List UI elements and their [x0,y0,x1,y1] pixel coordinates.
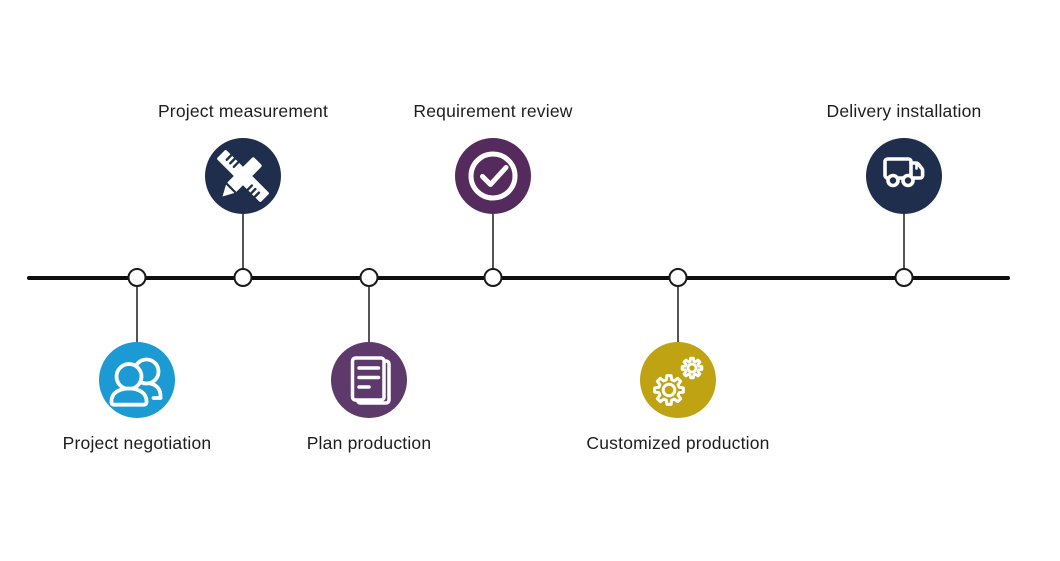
timeline-node [127,268,147,287]
step-label: Delivery installation [826,101,982,121]
step-label: Requirement review [413,101,573,121]
timeline-node [359,268,379,287]
connector-line [368,287,370,343]
timeline-node [233,268,253,287]
step-label: Project negotiation [62,433,212,453]
timeline-node [483,268,503,287]
document-icon [331,342,407,418]
gears-icon [640,342,716,418]
connector-line [903,213,905,270]
timeline-line [27,276,1010,280]
step-label: Project measurement [157,101,329,121]
connector-line [677,287,679,343]
check-icon [455,138,531,214]
step-label: Plan production [306,433,432,453]
people-icon [99,342,175,418]
connector-line [492,213,494,270]
connector-line [136,287,138,343]
timeline-node [894,268,914,287]
connector-line [242,213,244,270]
step-label: Customized production [586,433,770,453]
truck-icon [866,138,942,214]
ruler-pencil-icon [205,138,281,214]
timeline-node [668,268,688,287]
